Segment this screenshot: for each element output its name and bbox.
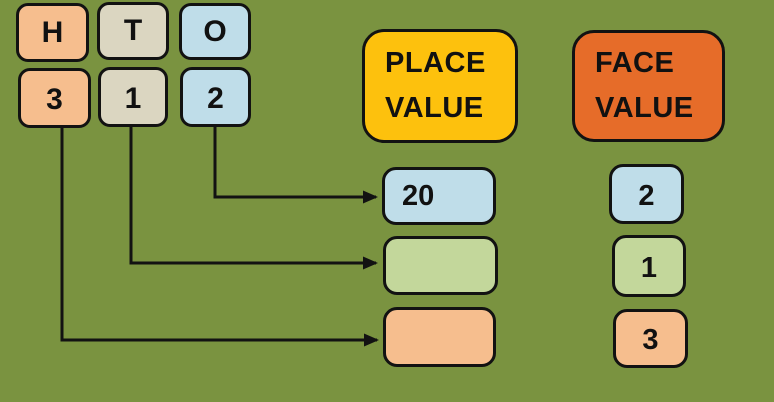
place-value-box-tens bbox=[383, 236, 498, 295]
face-value-header-line1: FACE bbox=[595, 47, 675, 79]
arrow-hundreds-to-place-value bbox=[60, 128, 379, 347]
digit-hundreds: 3 bbox=[18, 68, 91, 128]
face-value-box-ones: 2 bbox=[609, 164, 684, 224]
digit-header-tens: T bbox=[97, 2, 169, 60]
place-value-ones-label: 20 bbox=[402, 179, 435, 212]
face-value-box-tens: 1 bbox=[612, 235, 686, 297]
hundreds-header-label: H bbox=[41, 15, 64, 49]
face-value-header: FACE VALUE bbox=[572, 30, 725, 142]
digit-header-hundreds: H bbox=[16, 3, 89, 62]
place-value-header-line2: VALUE bbox=[385, 92, 484, 124]
ones-header-label: O bbox=[203, 14, 227, 48]
face-value-tens-label: 1 bbox=[640, 251, 658, 284]
place-value-header: PLACE VALUE bbox=[362, 29, 518, 143]
arrow-ones-to-place-value bbox=[213, 127, 378, 204]
place-value-box-ones: 20 bbox=[382, 167, 496, 225]
hundreds-digit-label: 3 bbox=[46, 82, 63, 116]
face-value-header-line2: VALUE bbox=[595, 92, 694, 124]
face-value-box-hundreds: 3 bbox=[613, 309, 688, 368]
face-value-ones-label: 2 bbox=[638, 179, 655, 212]
tens-digit-label: 1 bbox=[124, 81, 142, 115]
arrow-tens-to-place-value bbox=[129, 127, 378, 270]
face-value-hundreds-label: 3 bbox=[642, 324, 659, 356]
digit-tens: 1 bbox=[98, 67, 168, 127]
digit-ones: 2 bbox=[180, 67, 251, 127]
ones-digit-label: 2 bbox=[207, 81, 224, 115]
digit-header-ones: O bbox=[179, 3, 251, 60]
place-value-header-line1: PLACE bbox=[385, 47, 486, 79]
place-value-box-hundreds bbox=[383, 307, 496, 367]
tens-header-label: T bbox=[123, 14, 143, 47]
